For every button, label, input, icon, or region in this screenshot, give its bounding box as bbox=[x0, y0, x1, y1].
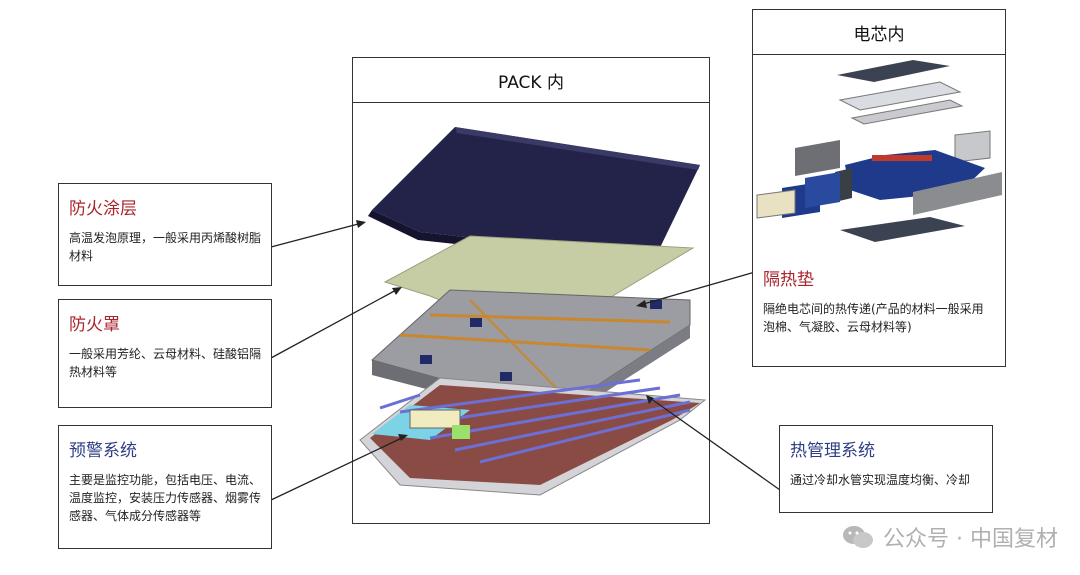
watermark-text: 公众号 · 中国复材 bbox=[883, 527, 1058, 552]
callout-warning-system: 预警系统 主要是监控功能，包括电压、电流、温度监控，安装压力传感器、烟雾传感器、… bbox=[58, 425, 272, 549]
callout-insulation-pad-title: 隔热垫 bbox=[763, 270, 814, 290]
callout-warning-system-text: 主要是监控功能，包括电压、电流、温度监控，安装压力传感器、烟雾传感器、气体成分传… bbox=[69, 473, 262, 523]
callout-fire-coating-text: 高温发泡原理，一般采用丙烯酸树脂材料 bbox=[69, 231, 262, 263]
callout-fire-coating-title: 防火涂层 bbox=[69, 199, 137, 219]
callout-fire-cover: 防火罩 一般采用芳纶、云母材料、硅酸铝隔热材料等 bbox=[58, 299, 272, 408]
cell-exploded-view bbox=[756, 60, 1002, 242]
callout-insulation-pad: 隔热垫 隔绝电芯间的热传递(产品的材料一般采用泡棉、气凝胶、云母材料等) bbox=[752, 255, 1006, 367]
callout-fire-coating: 防火涂层 高温发泡原理，一般采用丙烯酸树脂材料 bbox=[58, 183, 272, 286]
callout-fire-cover-title: 防火罩 bbox=[69, 315, 120, 335]
pack-panel-title: PACK 内 bbox=[353, 58, 709, 103]
callout-warning-system-title: 预警系统 bbox=[69, 441, 137, 461]
wechat-icon bbox=[843, 526, 874, 548]
callout-insulation-pad-text: 隔绝电芯间的热传递(产品的材料一般采用泡棉、气凝胶、云母材料等) bbox=[763, 302, 984, 334]
battery-tray bbox=[359, 377, 707, 496]
leader-lines bbox=[270, 220, 781, 501]
callout-thermal-system-text: 通过冷却水管实现温度均衡、冷却 bbox=[790, 473, 971, 487]
callout-fire-cover-text: 一般采用芳纶、云母材料、硅酸铝隔热材料等 bbox=[69, 347, 262, 379]
callout-thermal-system: 热管理系统 通过冷却水管实现温度均衡、冷却 bbox=[779, 425, 993, 513]
watermark: 公众号 · 中国复材 bbox=[841, 521, 1058, 553]
cell-panel-title: 电芯内 bbox=[753, 10, 1005, 55]
callout-thermal-system-title: 热管理系统 bbox=[790, 441, 875, 461]
